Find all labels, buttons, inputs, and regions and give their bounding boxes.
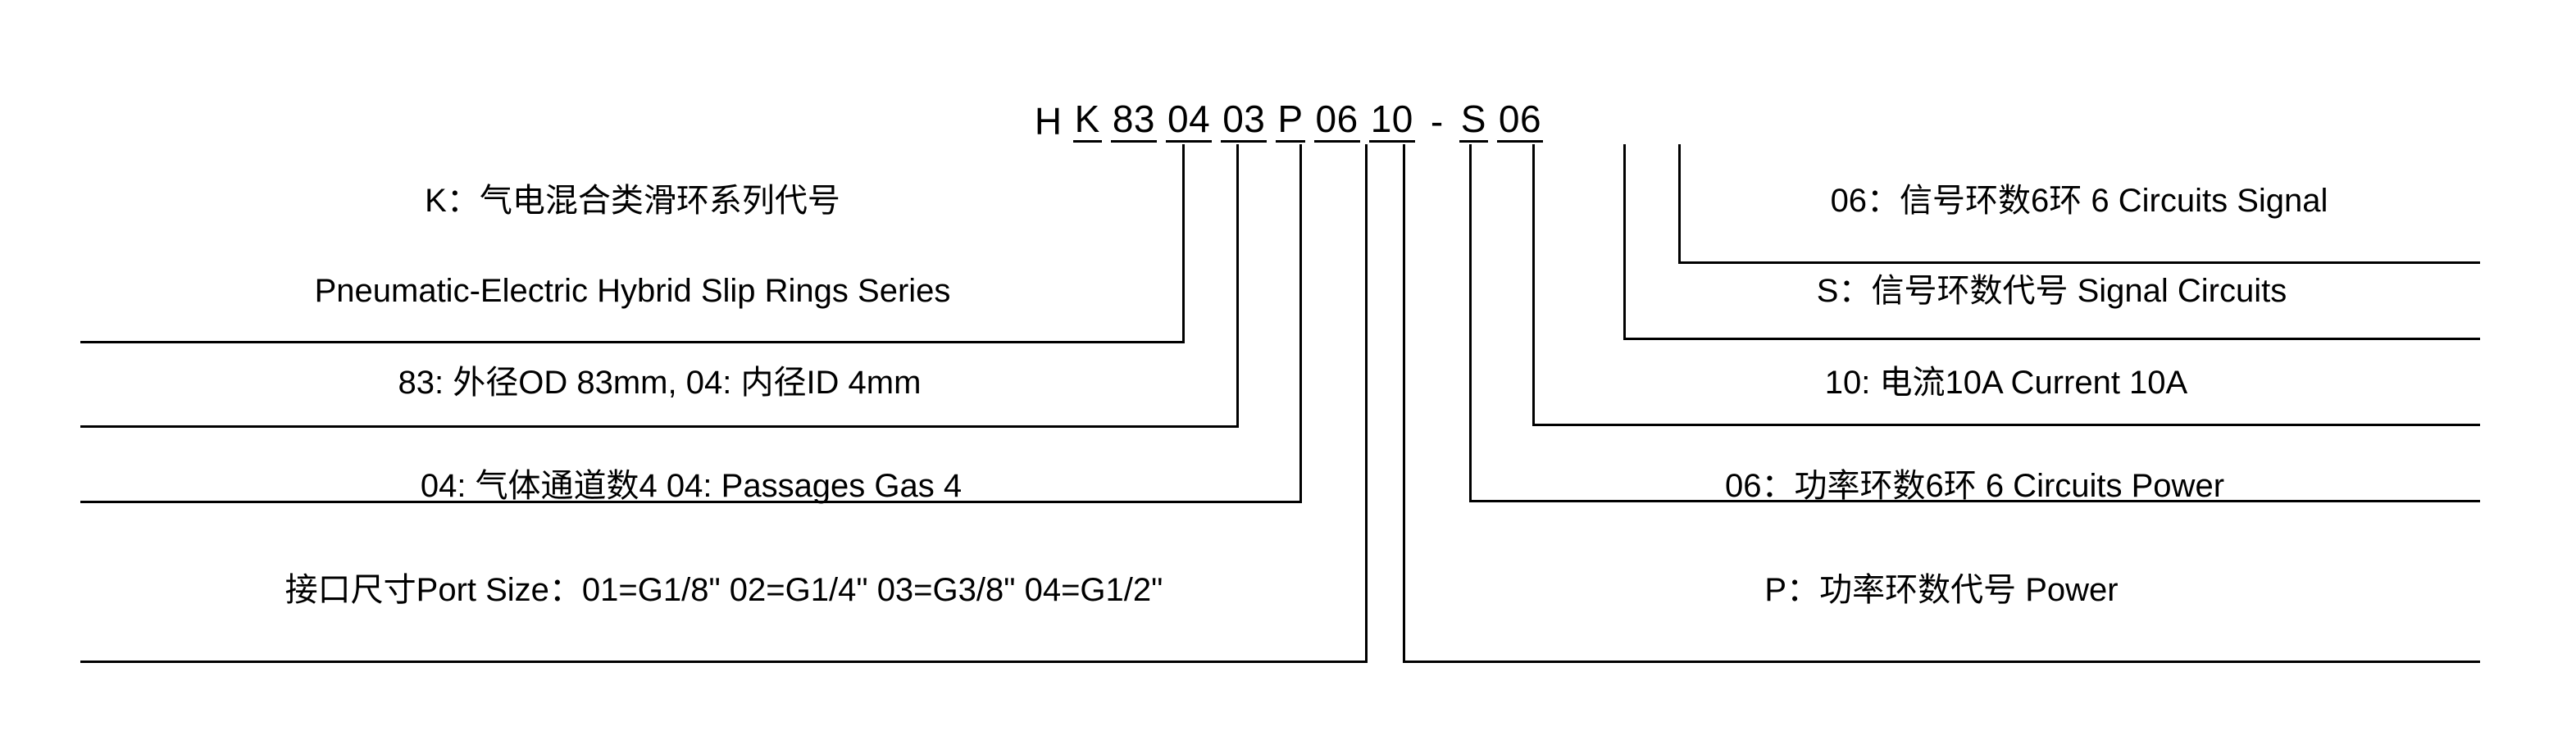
pn-segment-od: 83 [1110,98,1158,143]
pn-segment-power-circuits: 06 [1313,98,1360,143]
pn-segment-dash: - [1430,100,1444,143]
part-number-row: H K 83 04 03 P 06 10 - S 06 [0,92,2576,143]
leader-hline-diameters [80,425,1239,428]
leader-hline-power-code [1403,661,2480,663]
leader-vline-current [1532,144,1535,425]
leader-vline-series [1182,144,1185,343]
callout-signal-circuits: 06：信号环数6环 6 Circuits Signal [1830,183,2328,219]
callout-power-code: P：功率环数代号 Power [1764,572,2119,608]
callout-port-size: 接口尺寸Port Size：01=G1/8" 02=G1/4" 03=G3/8"… [284,572,1163,608]
leader-vline-signal-code [1623,144,1626,339]
callout-current: 10: 电流10A Current 10A [1824,365,2188,401]
pn-segment-series: K [1072,98,1102,143]
leader-hline-power-circuits [1469,500,2480,502]
callout-series-code-line2: Pneumatic-Electric Hybrid Slip Rings Ser… [314,273,951,309]
pn-segment-id: 04 [1166,98,1213,143]
callout-gas-passages: 04: 气体通道数4 04: Passages Gas 4 [420,468,963,504]
leader-hline-signal-circuits [1678,261,2480,264]
pn-segment-gas-passages: 03 [1221,98,1268,143]
leader-vline-power-code [1403,144,1405,662]
callout-diameters: 83: 外径OD 83mm, 04: 内径ID 4mm [398,365,922,401]
callout-signal-code: S：信号环数代号 Signal Circuits [1816,273,2287,309]
callout-series-code-line1: K：气电混合类滑环系列代号 [425,183,840,219]
leader-hline-signal-code [1623,338,2480,340]
leader-vline-power-circuits [1469,144,1472,502]
callout-power-circuits: 06：功率环数6环 6 Circuits Power [1724,468,2225,504]
pn-segment-power-code: P [1276,98,1305,143]
leader-vline-port-size [1365,144,1368,662]
pn-segment-prefix: H [1034,100,1063,143]
leader-vline-diameters [1236,144,1239,427]
leader-vline-signal-circuits [1678,144,1681,263]
pn-segment-current: 10 [1368,98,1415,143]
leader-hline-current [1532,424,2480,426]
leader-vline-gas-passages [1299,144,1302,502]
leader-hline-gas-passages [80,501,1302,503]
pn-segment-signal-code: S [1459,98,1488,143]
leader-hline-port-size [80,661,1368,663]
leader-hline-series [80,341,1185,343]
pn-segment-signal-circuits: 06 [1496,98,1544,143]
